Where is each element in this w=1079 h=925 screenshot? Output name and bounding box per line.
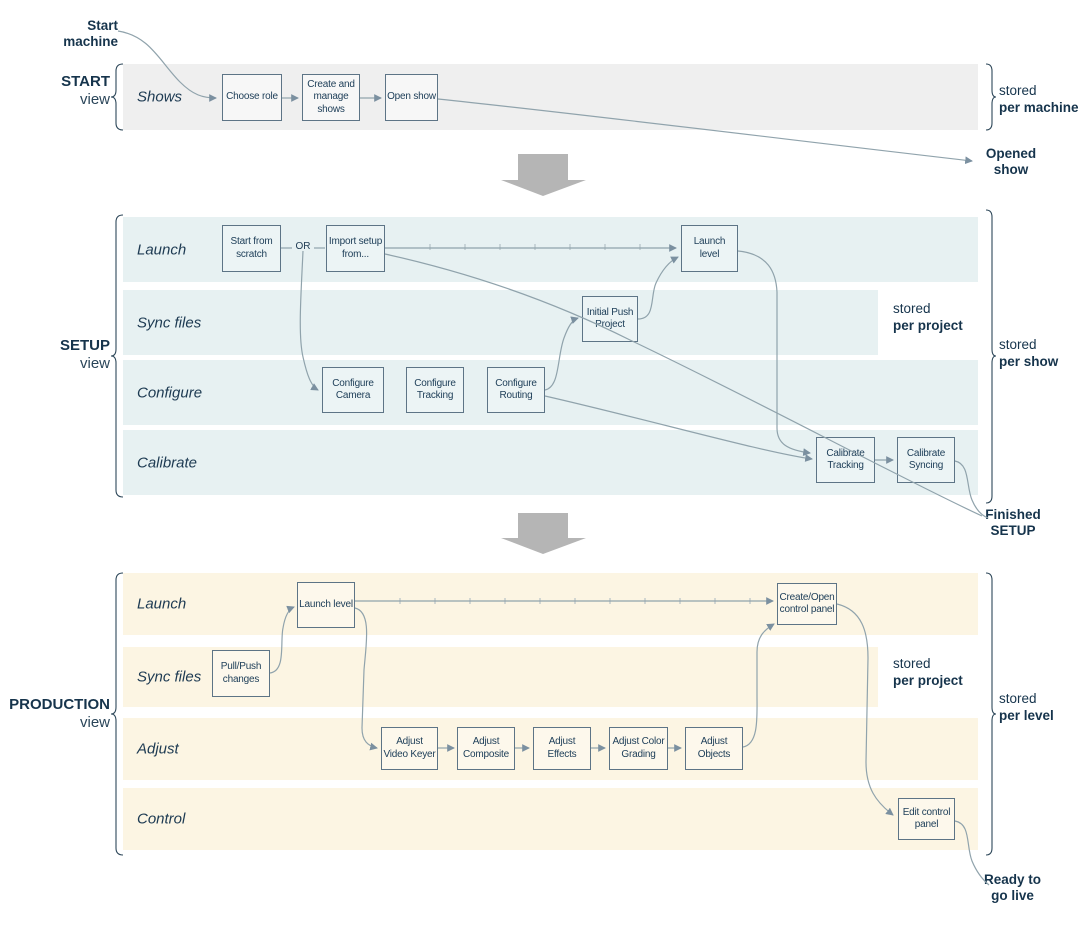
section-label-production: PRODUCTION view [0,696,110,732]
box-configure-camera: Configure Camera [322,367,384,413]
stored-per-level: stored per level [999,691,1054,723]
box-import-setup: Import setup from... [326,225,385,272]
band-production-launch: Launch [123,573,978,635]
stored-per-project-setup: stored per project [893,301,963,333]
stored-per-machine: stored per machine [999,83,1079,115]
lane-label-production-sync-files: Sync files [137,668,202,686]
band-setup-sync-files: Sync files [123,290,878,355]
or-label: OR [295,241,311,252]
bracket-production-view [110,572,124,856]
box-configure-routing: Configure Routing [487,367,545,413]
box-choose-role: Choose role [222,74,282,121]
note-finished-setup: Finished SETUP [985,507,1041,538]
note-start-machine: Start machine [63,18,118,49]
box-open-show: Open show [385,74,438,121]
bracket-stored-per-level [985,572,997,856]
production-view-label: view [79,714,110,731]
bracket-stored-per-show [985,209,997,504]
lane-label-setup-launch: Launch [137,241,187,258]
setup-view-label: view [79,355,110,372]
start-title: START [61,73,110,90]
lane-label-shows: Shows [137,88,183,106]
box-adjust-composite: Adjust Composite [457,727,515,770]
bracket-start-view [110,63,124,131]
lane-label-setup-calibrate: Calibrate [137,454,198,471]
setup-title: SETUP [59,337,110,354]
section-label-start: START view [0,73,110,109]
lane-label-production-adjust: Adjust [137,740,179,758]
band-production-control: Control [123,788,978,850]
box-adjust-video-keyer: Adjust Video Keyer [381,727,438,770]
box-create-manage-shows: Create and manage shows [302,74,360,121]
section-label-setup: SETUP view [0,337,110,373]
box-initial-push-project: Initial Push Project [582,296,638,342]
stored-per-show: stored per show [999,337,1059,369]
connector-create-open-to-edit-panel [836,603,894,816]
lane-label-setup-configure: Configure [137,384,203,401]
note-opened-show: Opened show [985,146,1037,177]
start-view-label: view [79,91,110,108]
box-adjust-color-grading: Adjust Color Grading [609,727,668,770]
box-calibrate-tracking: Calibrate Tracking [816,437,875,483]
note-ready-go-live: Ready to go live [983,872,1041,903]
box-edit-control-panel: Edit control panel [898,798,955,840]
bracket-setup-view [110,214,124,498]
box-start-from-scratch: Start from scratch [222,225,281,272]
transition-arrow-setup-to-production [501,513,586,554]
box-pull-push-changes: Pull/Push changes [212,650,270,697]
lane-label-setup-sync-files: Sync files [137,314,202,331]
box-adjust-effects: Adjust Effects [533,727,591,770]
box-create-open-control-panel: Create/Open control panel [777,583,837,625]
box-adjust-objects: Adjust Objects [685,727,743,770]
band-setup-configure: Configure [123,360,978,425]
box-configure-tracking: Configure Tracking [406,367,464,413]
stored-per-project-production: stored per project [893,656,963,688]
production-title: PRODUCTION [9,696,110,713]
lane-label-production-control: Control [137,810,186,828]
box-calibrate-syncing: Calibrate Syncing [897,437,955,483]
box-launch-level-setup: Launch level [681,225,738,272]
box-launch-level-production: Launch level [297,582,355,628]
bracket-stored-per-machine [985,63,997,131]
transition-arrow-start-to-setup [501,154,586,196]
lane-label-production-launch: Launch [137,595,187,613]
